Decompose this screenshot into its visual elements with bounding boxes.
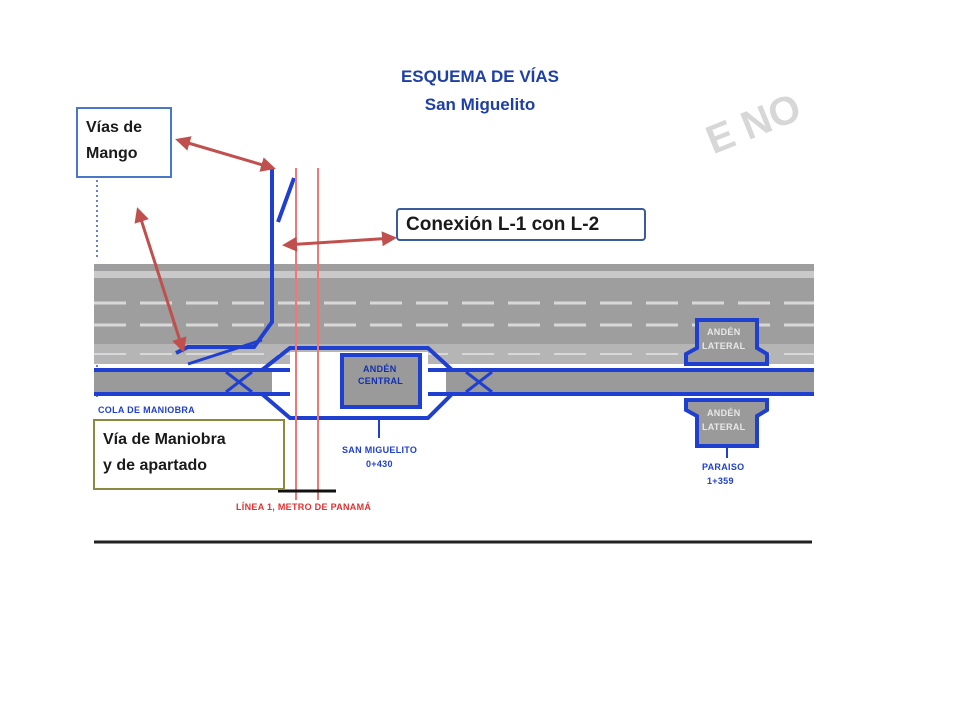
label-anden-lateral-bottom-1: ANDÉN [707,408,741,418]
arrow-mango-lower [134,207,187,353]
callout-via-maniobra-line1: Vía de Maniobra [103,431,226,448]
main-tracks [94,368,814,396]
callout-conexion: Conexión L-1 con L-2 [396,208,646,241]
station-loop [260,346,454,420]
label-linea-1: LÍNEA 1, METRO DE PANAMÁ [236,502,372,512]
label-station-sm-km: 0+430 [366,459,393,469]
label-cola-maniobra: COLA DE MANIOBRA [98,405,195,415]
label-anden-lateral-bottom-2: LATERAL [702,422,746,432]
label-anden-central-1: ANDÉN [363,364,397,374]
label-anden-lateral-top-1: ANDÉN [707,327,741,337]
crossover-east [465,370,493,394]
callout-arrows [134,136,397,353]
label-station-sm-name: SAN MIGUELITO [342,445,418,455]
crossover-west [225,370,253,394]
arrow-mango-upper [175,136,276,172]
callout-conexion-text: Conexión L-1 con L-2 [406,214,600,235]
label-anden-central-2: CENTRAL [358,376,404,386]
maniobra-track [187,338,263,366]
loop-interior-left [272,372,292,392]
diagram-title: ESQUEMA DE VÍAS [400,67,560,86]
lateral-platform-bottom [684,398,769,448]
callout-vias-mango-line2: Mango [86,145,138,162]
lateral-platform-top [684,318,769,366]
label-station-paraiso-name: PARAISO [702,462,745,472]
callout-vias-mango-line1: Vías de [86,119,143,136]
diagram-subtitle: San Miguelito [424,95,536,114]
label-anden-lateral-top-2: LATERAL [702,341,746,351]
central-platform [340,353,422,409]
label-station-paraiso-km: 1+359 [707,476,734,486]
callout-via-maniobra: Vía de Maniobra y de apartado [93,419,285,490]
callout-vias-mango: Vías de Mango [76,107,172,178]
loop-interior-right [426,372,446,392]
arrow-conexion [282,231,397,252]
line-1-boundary [295,168,319,500]
callout-via-maniobra-line2: y de apartado [103,457,208,474]
